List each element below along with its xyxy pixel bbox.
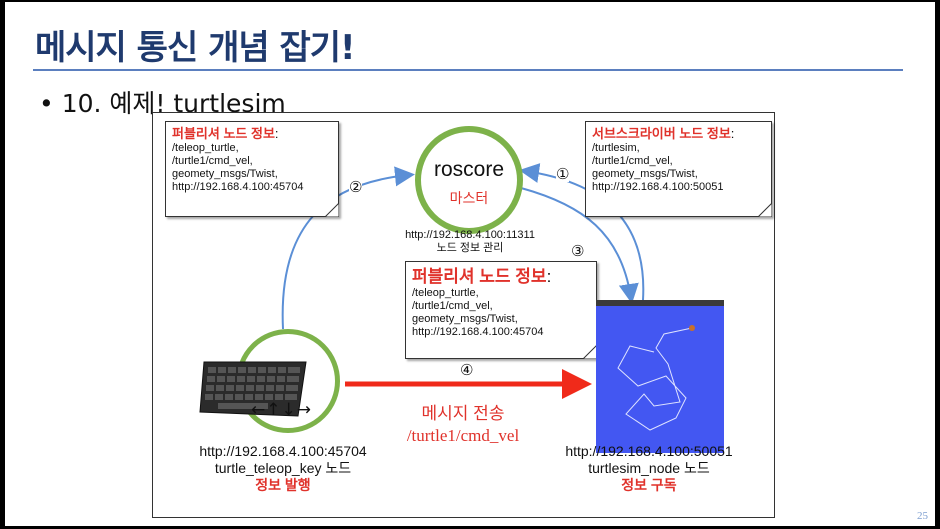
note-line: /teleop_turtle, [412,287,479,299]
roscore-label: roscore [433,158,505,181]
step-four-badge: ④ [460,361,474,379]
note-line: geomety_msgs/Twist, [172,168,278,180]
teleop-role: 정보 발행 [255,477,311,493]
page-number: 25 [917,510,928,522]
message-label: 메시지 전송 [421,404,505,423]
turtlesim-window [596,300,724,453]
message-topic: /turtle1/cmd_vel [406,426,520,445]
publisher-info-note-mid: 퍼블리셔 노드 정보: /teleop_turtle, /turtle1/cmd… [405,261,597,359]
step-two-badge: ② [349,178,363,196]
title-divider [33,69,903,71]
note-line: /turtle1/cmd_vel, [592,155,673,167]
teleop-caption: http://192.168.4.100:45704 turtle_teleop… [173,443,393,494]
roscore-master-node: roscore 마스터 [415,126,523,234]
roscore-desc: 노드 정보 관리 [436,242,504,254]
note-line: /turtle1/cmd_vel, [412,300,493,312]
arrow-send-publisher-info [520,187,639,304]
note-line: http://192.168.4.100:45704 [412,326,544,338]
note-line: geomety_msgs/Twist, [592,168,698,180]
turtlesim-caption: http://192.168.4.100:50051 turtlesim_nod… [539,443,759,494]
turtlesim-node-name: turtlesim_node 노드 [588,460,710,476]
note-line: http://192.168.4.100:50051 [592,181,724,193]
slide: 메시지 통신 개념 잡기! • 10. 예제! turtlesim [5,2,935,526]
turtle-path [617,325,695,431]
note-line: http://192.168.4.100:45704 [172,181,304,193]
note-fold-icon [758,203,772,217]
turtlesim-url: http://192.168.4.100:50051 [565,443,733,459]
note-line: /turtle1/cmd_vel, [172,155,253,167]
publisher-info-note-top: 퍼블리셔 노드 정보: /teleop_turtle, /turtle1/cmd… [165,121,339,217]
note-fold-icon [583,345,597,359]
note-header: 퍼블리셔 노드 정보: [412,267,552,286]
ros-diagram: 퍼블리셔 노드 정보: /teleop_turtle, /turtle1/cmd… [152,112,775,518]
step-three-badge: ③ [571,242,585,260]
note-line: geomety_msgs/Twist, [412,313,518,325]
note-line: /turtlesim, [592,142,640,154]
subscriber-info-note: 서브스크라이버 노드 정보: /turtlesim, /turtle1/cmd_… [585,121,772,217]
keyboard-icon [199,361,307,417]
slide-title: 메시지 통신 개념 잡기! [35,28,356,68]
turtle-icon [689,325,695,331]
step-one-badge: ① [556,165,570,183]
roscore-caption: http://192.168.4.100:11311 노드 정보 관리 [375,229,565,255]
turtlesim-role: 정보 구독 [621,477,677,493]
teleop-url: http://192.168.4.100:45704 [199,443,367,459]
arrow-keys-icon: ←↑↓→ [251,400,312,420]
note-fold-icon [325,203,339,217]
master-label: 마스터 [449,191,489,207]
note-line: /teleop_turtle, [172,142,239,154]
roscore-url: http://192.168.4.100:11311 [405,229,535,241]
note-header: 서브스크라이버 노드 정보: [592,126,735,141]
message-transfer-label: 메시지 전송 /turtle1/cmd_vel [363,403,563,447]
note-header: 퍼블리셔 노드 정보: [172,126,279,141]
teleop-node-name: turtle_teleop_key 노드 [214,460,352,476]
